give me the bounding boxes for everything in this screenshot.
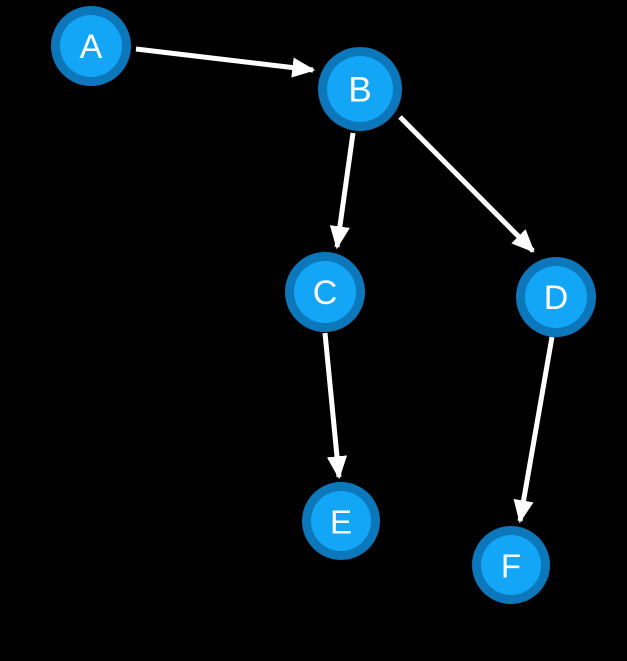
node-fill-c: [294, 261, 356, 323]
node-fill-b: [327, 56, 393, 122]
node-label-a: A: [80, 28, 103, 66]
graph-edge-b-to-c: [329, 132, 356, 250]
graph-node-d[interactable]: D: [516, 257, 596, 337]
node-label-b: B: [348, 71, 371, 110]
node-label-c: C: [313, 274, 338, 312]
node-fill-a: [60, 15, 122, 77]
graph-edge-b-to-d: [398, 115, 535, 253]
node-label-f: F: [501, 548, 521, 585]
graph-node-b[interactable]: B: [318, 47, 402, 131]
graph-node-f[interactable]: F: [472, 526, 550, 604]
graph-node-e[interactable]: E: [302, 482, 380, 560]
node-fill-f: [481, 535, 541, 595]
graph-node-c[interactable]: C: [285, 252, 365, 332]
graph-edge-c-to-e: [322, 332, 348, 480]
graph-node-a[interactable]: A: [51, 6, 131, 86]
nodes-layer: A B C D E F: [51, 6, 596, 604]
graph-edge-d-to-f: [513, 336, 555, 524]
node-fill-e: [311, 491, 371, 551]
node-label-d: D: [544, 279, 569, 317]
node-label-e: E: [330, 504, 352, 541]
edges-layer: [135, 46, 555, 524]
graph-edge-a-to-b: [135, 46, 316, 78]
node-fill-d: [525, 266, 587, 328]
